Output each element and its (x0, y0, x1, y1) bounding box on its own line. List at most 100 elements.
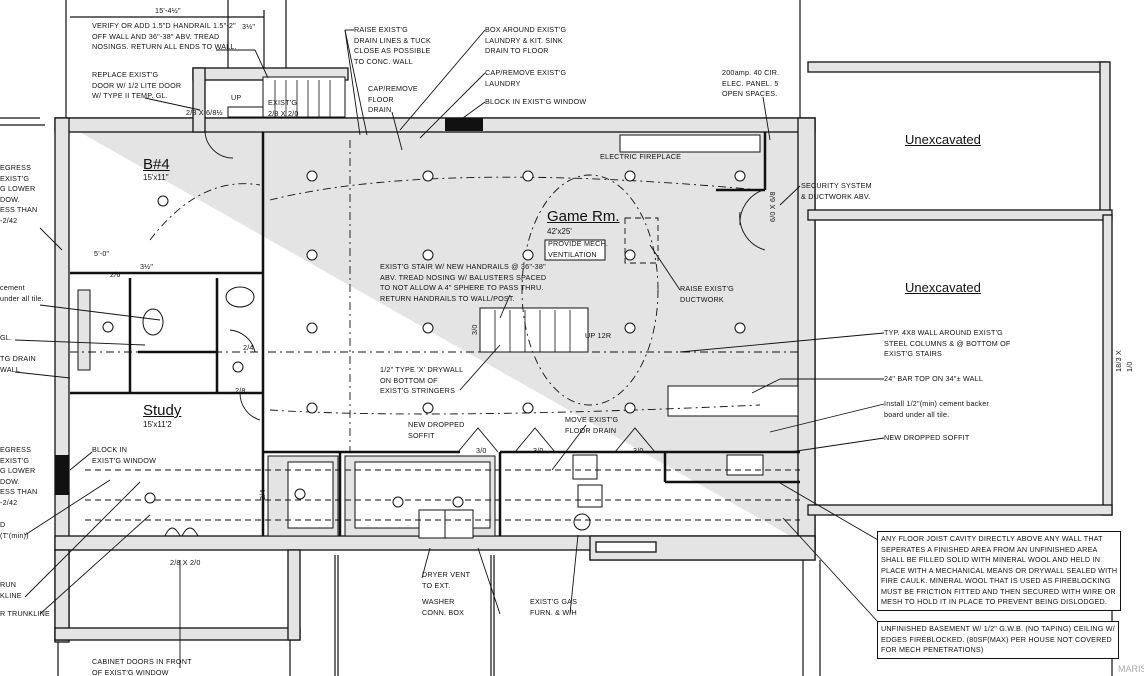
foundation-wall-left (54, 117, 70, 643)
door-label: 3/0 (476, 446, 487, 455)
exterior-stair (262, 76, 346, 118)
door-swing (229, 329, 256, 353)
note-left-trunkline-1: RUN KLINE (0, 580, 22, 600)
dryer (444, 509, 474, 539)
note-raise-drain: RAISE EXIST'G DRAIN LINES & TUCK CLOSE A… (354, 25, 431, 66)
note-left-egress-1: EGRESS EXIST'G G LOWER DOW. ESS THAN -2/… (0, 163, 38, 225)
blocked-window (445, 118, 483, 131)
note-drywall-stringers: 1/2" TYPE 'X' DRYWALL ON BOTTOM OF EXIST… (380, 365, 464, 395)
note-replace-door: REPLACE EXIST'G DOOR w/ 1/2 LITE DOOR w/… (92, 70, 182, 100)
note-gas-furnace: EXIST'G GAS FURN. & W/H (530, 597, 578, 617)
duct-run (269, 176, 761, 201)
note-block-window: BLOCK IN EXIST'G WINDOW (485, 97, 587, 106)
unexcavated-wall (1099, 61, 1111, 218)
note-box-laundry: BOX AROUND EXIST'G LAUNDRY & KIT. SINK D… (485, 25, 567, 55)
door-swing (204, 129, 234, 159)
foundation-wall-top (54, 117, 816, 133)
door-label: 3/0 (533, 446, 544, 455)
room-name-game-room: Game Rm. (547, 208, 620, 225)
door-label: 2/4 (258, 489, 267, 500)
side-door-label: 6/0 x 6/8 (768, 191, 777, 222)
note-dryer-vent: DRYER VENT TO EXT. (422, 570, 471, 590)
note-elec-panel: 200amp. 40 CIR. ELEC. PANEL. 5 OPEN SPAC… (722, 68, 780, 98)
kitchen-sink (726, 454, 764, 476)
door-label: 2/6 (110, 270, 121, 279)
note-raise-ductwork: RAISE EXIST'G DUCTWORK (680, 284, 734, 304)
electric-fireplace (619, 134, 761, 153)
unexcavated-wall (807, 209, 1113, 221)
hall-offset-label: 3½" (140, 262, 154, 271)
window-well-wall (287, 549, 301, 641)
unexcavated-wall (807, 61, 1109, 73)
sink (572, 454, 598, 480)
note-left-gl: GL. (0, 333, 13, 342)
unexcavated-label-bottom: Unexcavated (905, 280, 981, 295)
note-left-egress-2: EGRESS EXIST'G G LOWER DOW. ESS THAN -2/… (0, 445, 38, 507)
door-label: 3/0 (470, 324, 479, 335)
hall-width-label: 5'-0" (94, 249, 110, 258)
toilet (142, 308, 164, 336)
shower-bench (77, 289, 91, 371)
interior-stair (479, 307, 589, 353)
window-well-wall (54, 549, 70, 641)
note-electric-fireplace: ELECTRIC FIREPLACE (600, 152, 682, 161)
duct-run (521, 174, 659, 406)
note-fireblocking: ANY FLOOR JOIST CAVITY DIRECTLY ABOVE AN… (877, 531, 1122, 611)
unexcavated-label-top: Unexcavated (905, 132, 981, 147)
door-label: 2/8 (235, 386, 246, 395)
dimension-top-offset: 3½" (242, 22, 256, 31)
note-stair-handrails: EXIST'G STAIR w/ NEW HANDRAILS @ 36"-38"… (380, 262, 547, 303)
window-well-wall (54, 627, 301, 641)
provide-vent-box (544, 239, 606, 261)
door-swing (739, 211, 766, 251)
note-security: SECURITY SYSTEM & DUCTWORK ABV. (801, 181, 872, 201)
bar-counter (667, 385, 799, 417)
room-name-bedroom: B#4 (143, 156, 170, 173)
door-swing (239, 392, 261, 421)
note-block-window-left: BLOCK IN EXIST'G WINDOW (92, 445, 157, 465)
furnace (573, 513, 591, 531)
stair-bump-wall (192, 67, 206, 133)
dimension-top-width: 15'-4½" (155, 6, 181, 15)
note-left-trunkline-2: R TRUNKLINE (0, 609, 50, 618)
watermark: MARIS (1118, 664, 1144, 674)
note-new-soffit-right: NEW DROPPED SOFFIT (884, 433, 970, 442)
door-swing (457, 427, 499, 453)
furnace-pad (595, 541, 657, 553)
note-bar-top: 24" BAR TOP ON 34"± WALL (884, 374, 984, 383)
room-size-game-room: 42'x25' (547, 227, 572, 236)
bottom-window-label: 2/8 x 2/0 (170, 558, 201, 567)
water-heater (577, 484, 603, 508)
door-size-label: 2/8 x 6/8½ (186, 108, 223, 117)
room-size-bedroom: 15'x11" (143, 173, 169, 182)
note-typ-wall: TYP. 4x8 WALL AROUND EXIST'G STEEL COLUM… (884, 328, 1011, 358)
blocked-window-left (55, 455, 69, 495)
cabinet-doors (164, 527, 199, 537)
note-cap-laundry: CAP/REMOVE EXIST'G LAUNDRY (485, 68, 567, 88)
door-swing (514, 427, 556, 453)
note-left-cement: cement under all tile. (0, 283, 44, 303)
note-washer-box: WASHER CONN. BOX (422, 597, 465, 617)
note-left-drain: TG DRAIN WALL (0, 354, 36, 374)
unexcavated-wall (1102, 214, 1113, 516)
up-label: UP (231, 93, 242, 102)
door-swing (614, 427, 656, 453)
door-label: 2/4 (243, 343, 254, 352)
washer (418, 509, 446, 539)
door-label: 3/0 (633, 446, 644, 455)
room-name-study: Study (143, 402, 182, 419)
note-unfinished-basement: UNFINISHED BASEMENT w/ 1/2" G.W.B. (NO T… (877, 621, 1119, 659)
note-move-drain: MOVE EXIST'G FLOOR DRAIN (565, 415, 619, 435)
stair-up-label: UP 12r (585, 331, 612, 340)
note-left-min: D (T'(min)) (0, 520, 29, 540)
duct-box (624, 217, 659, 264)
duct-run (269, 404, 761, 415)
room-size-study: 15'x11'2 (143, 420, 172, 429)
note-handrail: VERIFY OR ADD 1.5"d HANDRAIL 1.5"-2" OFF… (92, 21, 237, 51)
note-cap-floor-drain: CAP/REMOVE FLOOR DRAIN (368, 84, 418, 114)
note-cement-board: Install 1/2"(min) cement backer board un… (884, 399, 990, 419)
note-cabinet-doors: CABINET DOORS IN FRONT OF EXIST'G WINDOW (92, 657, 192, 676)
unexcavated-wall (807, 504, 1113, 516)
